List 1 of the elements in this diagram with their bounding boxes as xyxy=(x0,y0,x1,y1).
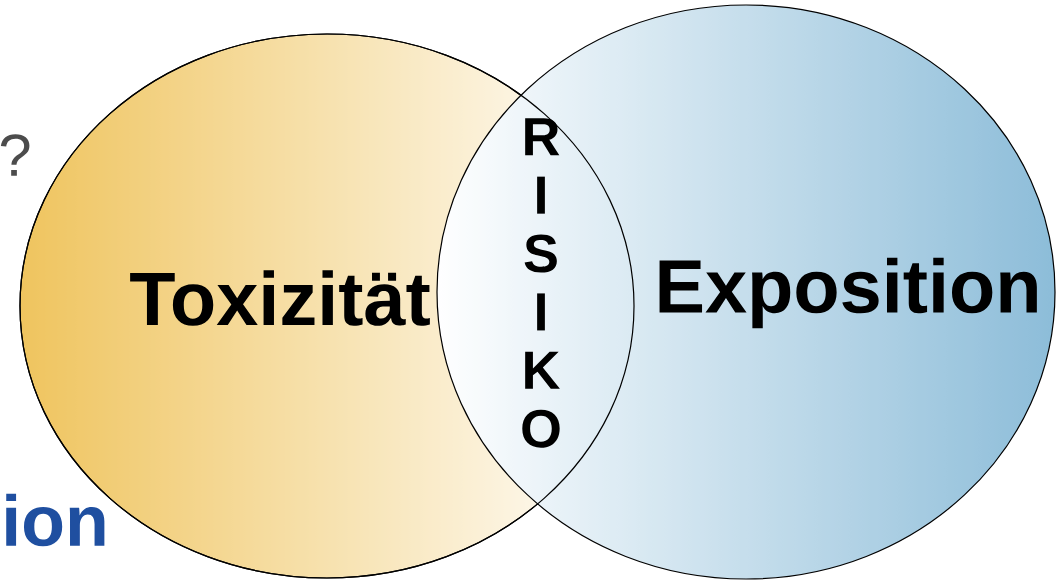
vertical-text: RISIKO xyxy=(522,118,560,448)
